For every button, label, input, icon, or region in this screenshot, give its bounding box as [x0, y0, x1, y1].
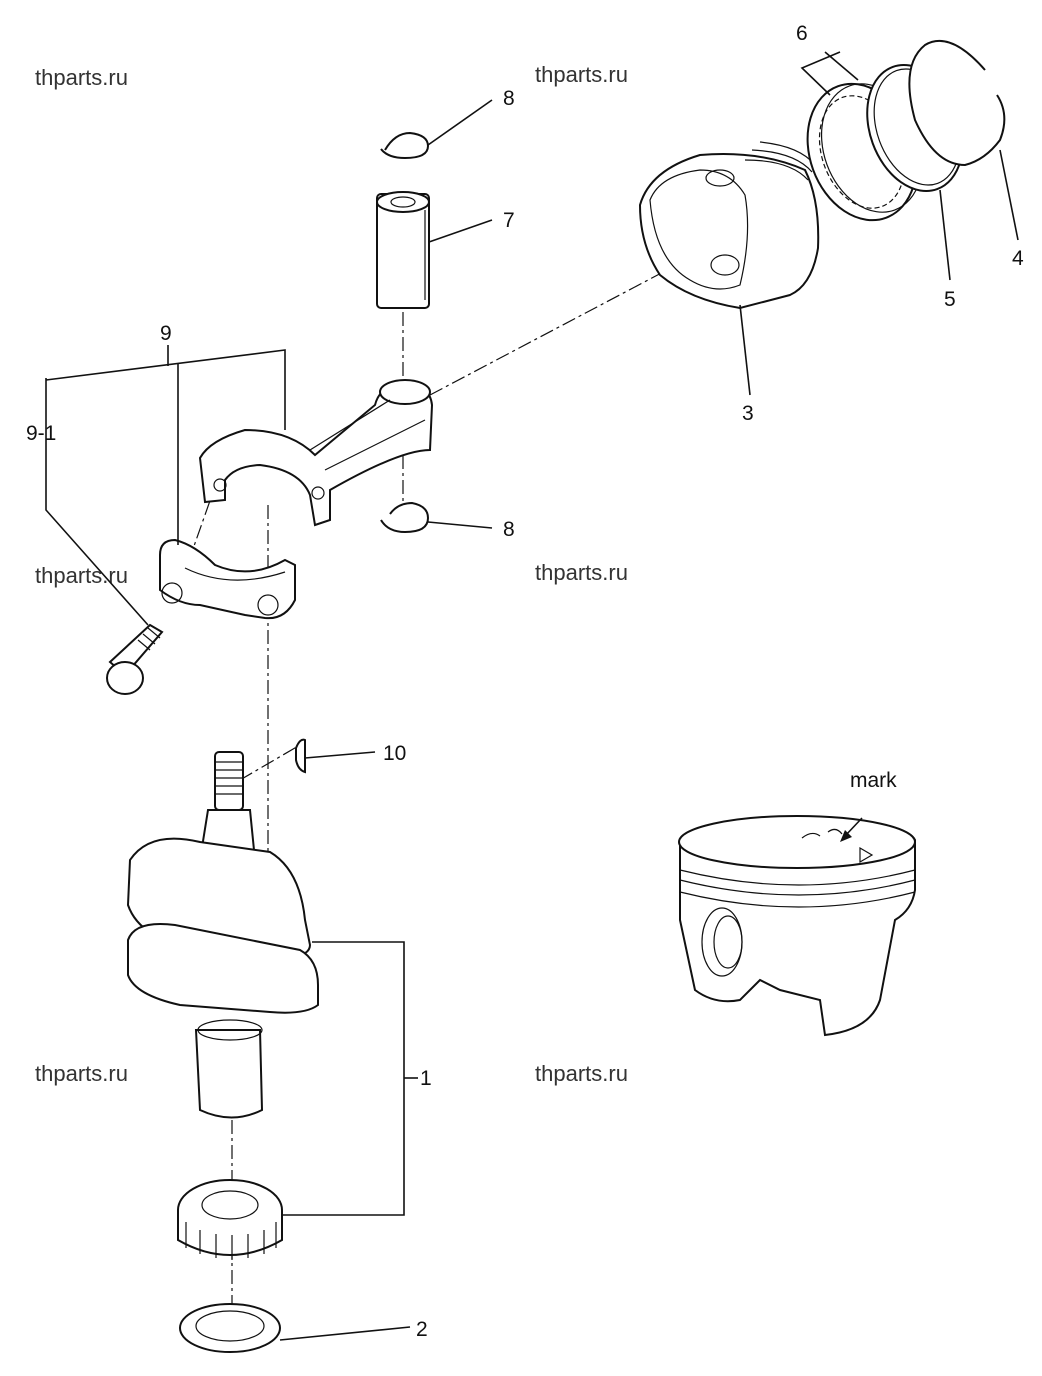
- woodruff-key: [295, 738, 306, 774]
- piston-pin-clip-top: [380, 131, 430, 160]
- label-clip-top: 8: [503, 87, 515, 110]
- label-key: 10: [383, 742, 406, 765]
- crankshaft: [126, 751, 319, 1119]
- piston-pin: [376, 191, 430, 309]
- watermark: thparts.ru: [535, 1061, 628, 1086]
- label-clip-bottom: 8: [503, 518, 515, 541]
- label-conrod-bolt: 9-1: [26, 422, 56, 445]
- label-ring-top: 4: [1012, 247, 1024, 270]
- leader-line: [824, 51, 859, 81]
- label-piston: 3: [742, 402, 754, 425]
- leader-line: [800, 51, 841, 96]
- leader-line: [304, 751, 376, 759]
- watermark: thparts.ru: [35, 563, 128, 588]
- leader-line: [279, 1326, 411, 1341]
- thrust-washer: [179, 1303, 281, 1353]
- label-mark: mark: [850, 769, 897, 792]
- leader-line: [939, 189, 951, 281]
- mark-arrow-head: [840, 830, 852, 842]
- connecting-rod-bolt: [106, 623, 164, 695]
- leader-line: [427, 521, 493, 529]
- label-oil-ring: 6: [796, 22, 808, 45]
- label-washer: 2: [416, 1318, 428, 1341]
- piston-mark-detail: [678, 815, 916, 1037]
- label-crankshaft: 1: [420, 1067, 432, 1090]
- axis-line: [239, 744, 301, 781]
- leader-line: [999, 149, 1019, 241]
- watermark: thparts.ru: [35, 65, 128, 90]
- leader-line: [45, 378, 149, 626]
- leader-line: [45, 349, 286, 430]
- leader-line: [427, 99, 493, 146]
- watermark: thparts.ru: [535, 560, 628, 585]
- compression-ring-top: [908, 40, 1006, 167]
- leader-line: [428, 219, 493, 243]
- connecting-rod: [198, 379, 434, 527]
- piston: [638, 141, 820, 310]
- piston-pin-clip-bottom: [380, 501, 430, 534]
- label-piston-pin: 7: [503, 209, 515, 232]
- connecting-rod-cap: [159, 538, 296, 620]
- watermark: thparts.ru: [35, 1061, 128, 1086]
- leader-line: [739, 304, 751, 396]
- watermark: thparts.ru: [535, 62, 628, 87]
- label-ring-second: 5: [944, 288, 956, 311]
- crank-sprocket: [177, 1179, 283, 1260]
- label-conrod-assy: 9: [160, 322, 172, 345]
